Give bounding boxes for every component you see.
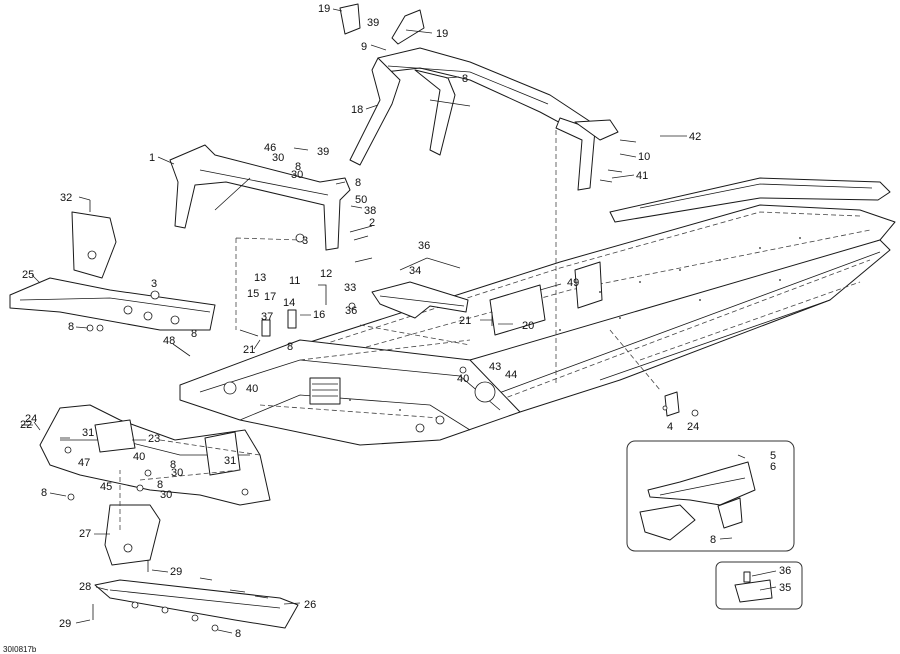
assembly-guide-lines: [119, 130, 661, 530]
callout-8: 8: [170, 459, 176, 471]
callout-1: 1: [149, 152, 155, 164]
callout-8: 8: [68, 321, 74, 333]
callout-48: 48: [163, 335, 175, 347]
callout-22: 22: [20, 419, 32, 431]
callout-39: 39: [317, 146, 329, 158]
callout-8: 8: [355, 177, 361, 189]
callout-49: 49: [567, 277, 579, 289]
callout-38: 38: [364, 205, 376, 217]
callout-6: 6: [770, 461, 776, 473]
callout-25: 25: [22, 269, 34, 281]
callout-24: 24: [687, 421, 699, 433]
callout-2: 2: [369, 217, 375, 229]
callout-18: 18: [351, 104, 363, 116]
callout-9: 9: [361, 41, 367, 53]
callout-11: 11: [289, 275, 300, 287]
callout-5: 5: [770, 450, 776, 462]
callout-28: 28: [79, 581, 91, 593]
callout-19: 19: [436, 28, 448, 40]
callout-17: 17: [264, 291, 276, 303]
callout-30: 30: [160, 489, 172, 501]
callout-39: 39: [367, 17, 379, 29]
callout-23: 23: [148, 433, 160, 445]
callout-10: 10: [638, 151, 650, 163]
callout-8: 8: [295, 161, 301, 173]
callout-46: 46: [264, 142, 276, 154]
skid-plate-assembly: [39, 404, 299, 629]
callout-43: 43: [489, 361, 501, 373]
callout-47: 47: [78, 457, 90, 469]
reference-code: 30I0817b: [3, 645, 37, 654]
callout-29: 29: [59, 618, 71, 630]
callout-40: 40: [457, 373, 469, 385]
callout-29: 29: [170, 566, 182, 578]
callout-24: 24: [25, 413, 37, 425]
callout-45: 45: [100, 481, 112, 493]
center-bracket: [371, 281, 469, 319]
callout-40: 40: [246, 383, 258, 395]
callout-8: 8: [710, 534, 716, 546]
front-steering-bracket: [169, 144, 351, 251]
callout-26: 26: [304, 599, 316, 611]
callout-34: 34: [409, 265, 421, 277]
callout-13: 13: [254, 272, 266, 284]
callout-21: 21: [459, 315, 471, 327]
callout-36: 36: [779, 565, 791, 577]
callout-35: 35: [779, 582, 791, 594]
leader-lines: [22, 8, 777, 634]
callout-21: 21: [243, 344, 255, 356]
callout-3: 3: [302, 235, 308, 247]
detail-inset-rear: [715, 561, 803, 610]
callout-16: 16: [313, 309, 325, 321]
callout-14: 14: [283, 297, 295, 309]
callout-33: 33: [344, 282, 356, 294]
chassis-tunnel: [179, 177, 896, 446]
callout-50: 50: [355, 194, 367, 206]
callout-44: 44: [505, 369, 517, 381]
callout-41: 41: [636, 170, 648, 182]
callout-12: 12: [320, 268, 332, 280]
callout-8: 8: [41, 487, 47, 499]
callout-19: 19: [318, 3, 330, 15]
callout-36: 36: [345, 305, 357, 317]
detail-inset-front: [626, 440, 795, 552]
callout-30: 30: [291, 169, 303, 181]
callout-37: 37: [261, 311, 273, 323]
callout-31: 31: [224, 455, 236, 467]
callout-15: 15: [247, 288, 259, 300]
steering-support-frame: [339, 3, 619, 191]
callout-8: 8: [462, 73, 468, 85]
callout-42: 42: [689, 131, 701, 143]
hardware: [21, 139, 699, 632]
callout-31: 31: [82, 427, 94, 439]
callout-40: 40: [133, 451, 145, 463]
callout-8: 8: [191, 328, 197, 340]
callout-4: 4: [667, 421, 673, 433]
callout-3: 3: [151, 278, 157, 290]
callout-30: 30: [171, 467, 183, 479]
callout-8: 8: [157, 479, 163, 491]
engine-mount-beam: [9, 211, 216, 331]
callout-8: 8: [287, 341, 293, 353]
callout-labels: 19 39 19 9 8 18 42 10 41 1 46 39 30 8 30…: [20, 3, 791, 640]
callout-30: 30: [272, 152, 284, 164]
callout-8: 8: [235, 628, 241, 640]
callout-36: 36: [418, 240, 430, 252]
callout-20: 20: [522, 320, 534, 332]
tunnel-rivets: [349, 237, 801, 411]
callout-32: 32: [60, 192, 72, 204]
callout-27: 27: [79, 528, 91, 540]
